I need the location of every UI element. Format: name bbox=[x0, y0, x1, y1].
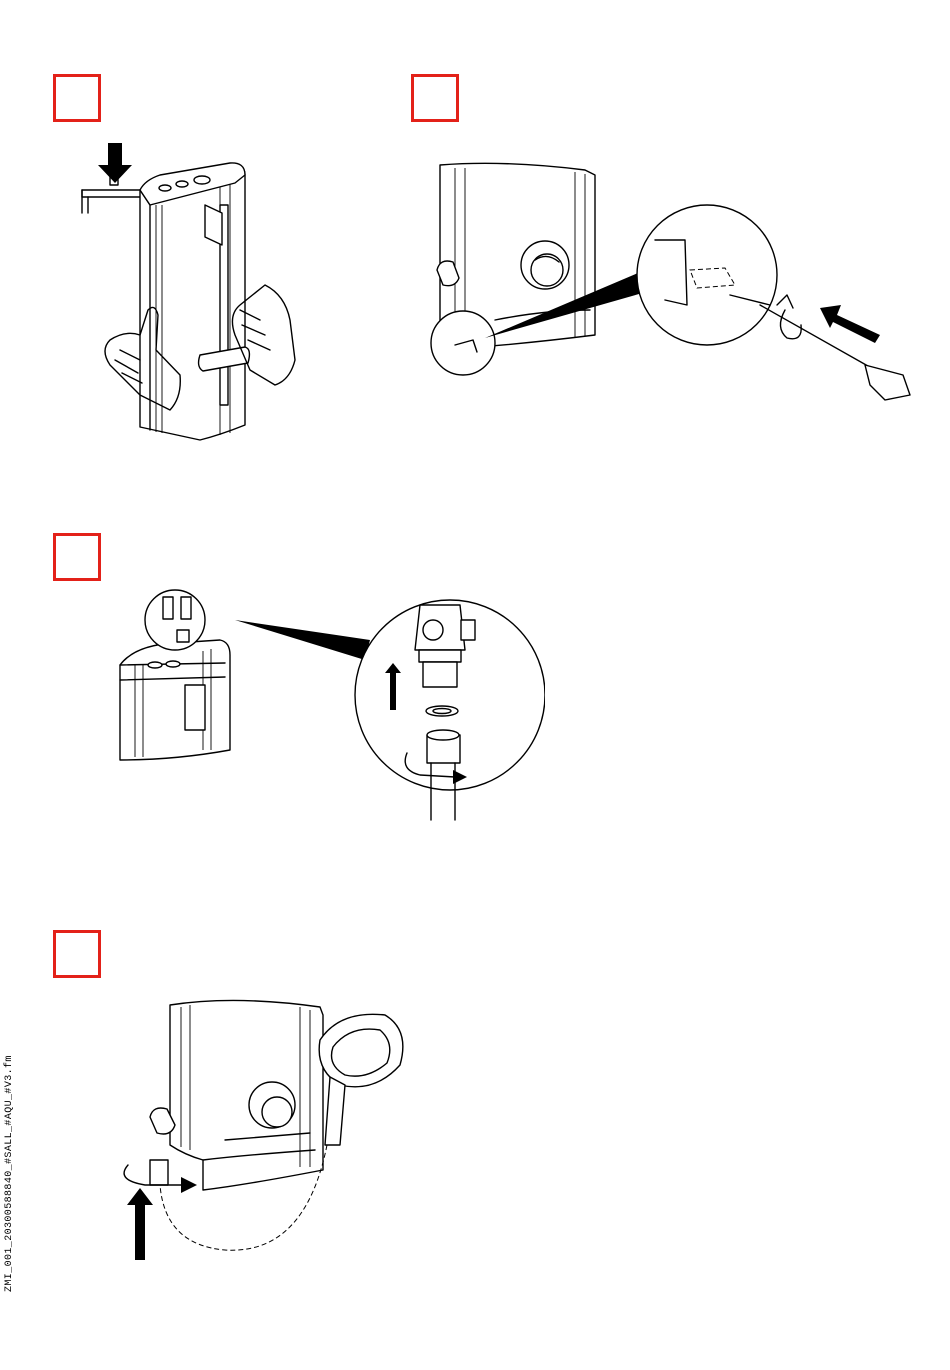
push-arrow-icon bbox=[820, 305, 880, 343]
hand-shower-handle bbox=[325, 1077, 345, 1145]
up-arrow-icon bbox=[127, 1188, 153, 1260]
step-3-box bbox=[53, 533, 101, 581]
detail-circle-large bbox=[637, 205, 777, 345]
hose-connector bbox=[150, 1160, 168, 1185]
step-1-illustration bbox=[70, 135, 310, 445]
down-arrow-icon bbox=[98, 143, 132, 183]
step-4-illustration bbox=[95, 985, 415, 1265]
step-2-illustration bbox=[425, 160, 915, 405]
screwdriver-handle bbox=[865, 365, 910, 400]
rotate-arrow-icon bbox=[780, 310, 801, 339]
screwdriver-shaft bbox=[760, 305, 875, 370]
side-holder bbox=[185, 685, 205, 730]
panel-top-section bbox=[120, 640, 230, 760]
step-1-box bbox=[53, 74, 101, 122]
step-3-illustration bbox=[115, 585, 545, 825]
file-reference-label: ZMI_001_20300588840_#SALL_#AQU_#V3.fm bbox=[4, 1055, 15, 1292]
step-4-box bbox=[53, 930, 101, 978]
detail-circle-small bbox=[145, 590, 205, 650]
step-2-box bbox=[411, 74, 459, 122]
